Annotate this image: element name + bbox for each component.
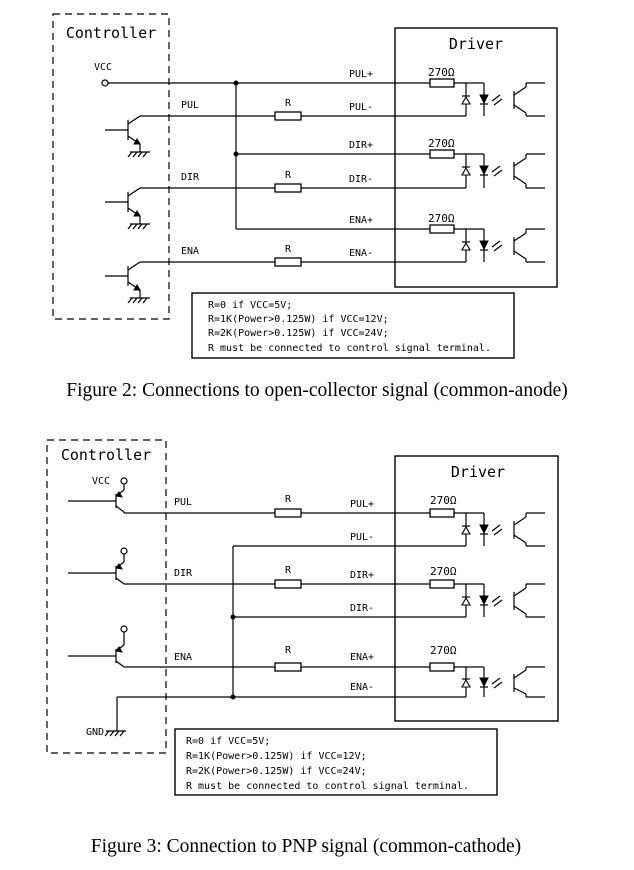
fig2-signal-label: PUL	[181, 100, 199, 111]
fig2-npn-transistor-pul	[105, 115, 275, 158]
fig3-optocoupler-dir: 270Ω	[429, 565, 545, 618]
fig3-terminal-label: DIR+	[350, 570, 374, 581]
fig2-note-line: R=0 if VCC=5V;	[208, 300, 292, 311]
fig3-signal-label: PUL	[174, 497, 192, 508]
fig3-ground-symbol	[104, 697, 126, 737]
fig2-vcc-terminal	[101, 79, 109, 87]
fig3-gnd-label: GND	[86, 727, 104, 738]
fig3-resistor	[274, 508, 302, 518]
fig2-note-line: R=1K(Power>0.125W) if VCC=12V;	[208, 314, 389, 325]
fig2-resistor	[274, 257, 302, 267]
fig2-ohm-label: 270Ω	[428, 137, 455, 150]
fig3-vcc-label: VCC	[92, 476, 110, 487]
fig3-optocoupler-ena: 270Ω	[429, 644, 545, 698]
fig2-caption: Figure 2: Connections to open-collector …	[66, 380, 567, 401]
fig3-note-line: R=2K(Power>0.125W) if VCC=24V;	[186, 766, 367, 777]
fig2-optocoupler-ena: 270Ω	[428, 212, 545, 263]
fig3-signal-label: ENA	[174, 652, 192, 663]
fig2-signal-label: ENA	[181, 246, 199, 257]
fig3-terminal-label: PUL-	[350, 532, 374, 543]
fig2-ohm-label: 270Ω	[428, 212, 455, 225]
fig2-resistor-label: R	[285, 98, 292, 109]
fig3-terminal-label: ENA+	[350, 652, 374, 663]
fig3-note-line: R=1K(Power>0.125W) if VCC=12V;	[186, 751, 367, 762]
fig3-junction	[230, 614, 236, 620]
fig3-pnp-transistor-pul	[68, 477, 275, 514]
fig2-signal-label: DIR	[181, 172, 200, 183]
fig2-resistor	[274, 111, 302, 121]
fig2-junction	[233, 80, 239, 86]
fig3-optocoupler-pul: 270Ω	[429, 494, 545, 547]
fig2-optocoupler-dir: 270Ω	[428, 137, 545, 189]
fig2-terminal-label: PUL-	[349, 102, 373, 113]
fig3-resistor-label: R	[285, 565, 292, 576]
fig2-terminal-label: DIR+	[349, 140, 373, 151]
fig3-signal-label: DIR	[174, 568, 193, 579]
fig3-caption: Figure 3: Connection to PNP signal (comm…	[91, 836, 521, 857]
fig3-ohm-label: 270Ω	[430, 565, 457, 578]
fig2-optocoupler-pul: 270Ω	[428, 66, 545, 117]
fig2-terminal-label: ENA+	[349, 215, 373, 226]
fig3-resistor	[274, 662, 302, 672]
fig2-controller-label: Controller	[66, 24, 156, 42]
fig2-notes-box	[191, 292, 515, 359]
fig2-ohm-label: 270Ω	[428, 66, 455, 79]
fig2-terminal-label: DIR-	[349, 174, 373, 185]
fig2-vcc-label: VCC	[94, 62, 112, 73]
fig3-note-line: R must be connected to control signal te…	[186, 781, 469, 792]
fig3-resistor-label: R	[285, 645, 292, 656]
fig3-resistor	[274, 579, 302, 589]
fig2-terminal-label: PUL+	[349, 69, 373, 80]
fig2-controller-box	[52, 13, 170, 320]
fig2-resistor-label: R	[285, 170, 292, 181]
figure-2-diagram: Controller Driver VCC	[52, 13, 568, 401]
fig3-resistor-label: R	[285, 494, 292, 505]
fig3-ohm-label: 270Ω	[430, 644, 457, 657]
fig3-driver-box	[394, 455, 559, 722]
fig2-npn-transistor-dir	[105, 187, 275, 230]
fig2-junction	[233, 151, 239, 157]
fig3-terminal-label: PUL+	[350, 499, 374, 510]
fig3-driver-label: Driver	[451, 463, 505, 481]
fig2-note-line: R=2K(Power>0.125W) if VCC=24V;	[208, 328, 389, 339]
fig3-terminal-label: DIR-	[350, 603, 374, 614]
fig2-resistor-label: R	[285, 244, 292, 255]
fig3-notes-box	[174, 728, 498, 796]
fig2-terminal-label: ENA-	[349, 248, 373, 259]
fig3-terminal-label: ENA-	[350, 682, 374, 693]
fig2-driver-box	[394, 27, 558, 288]
fig2-note-line: R must be connected to control signal te…	[208, 343, 491, 354]
fig3-junction	[230, 694, 236, 700]
fig3-controller-label: Controller	[61, 446, 151, 464]
fig2-driver-label: Driver	[449, 35, 503, 53]
fig3-ohm-label: 270Ω	[430, 494, 457, 507]
fig2-npn-transistor-ena	[105, 261, 275, 304]
fig2-resistor	[274, 183, 302, 193]
figure-3-diagram: Controller Driver VCC	[46, 439, 559, 857]
fig3-pnp-transistor-ena	[68, 625, 275, 668]
fig3-note-line: R=0 if VCC=5V;	[186, 736, 270, 747]
fig3-pnp-transistor-dir	[68, 547, 275, 585]
